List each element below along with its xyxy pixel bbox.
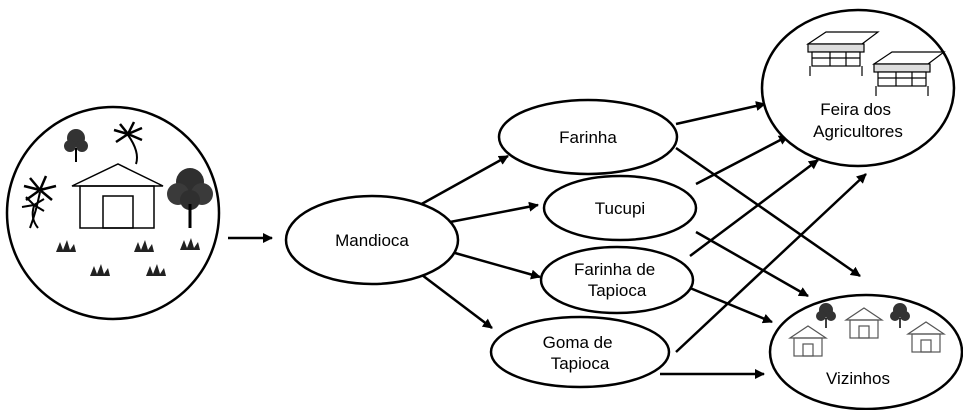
edge-farinha-tapioca-to-feira — [689, 159, 819, 257]
edge-mandioca-to-goma-tapioca — [417, 271, 493, 329]
edge-goma-tapioca-to-feira — [675, 173, 867, 353]
farinha-tapioca-line-1: Farinha de — [574, 260, 655, 279]
edge-mandioca-to-farinha-tapioca — [454, 251, 541, 280]
edge-tucupi-to-vizinhos — [695, 230, 809, 298]
vizinhos-node: Vizinhos — [768, 293, 963, 410]
edge-mandioca-to-farinha — [417, 154, 509, 208]
mandioca-label: Mandioca — [335, 231, 409, 250]
feira-node: Feira dos Agricultores — [760, 8, 956, 168]
tucupi-node: Tucupi — [542, 174, 698, 242]
farinha-tapioca-label: Farinha de Tapioca — [574, 260, 660, 300]
tucupi-label: Tucupi — [595, 199, 645, 218]
feira-line-1: Feira dos — [820, 100, 891, 119]
edges — [228, 101, 867, 379]
mandioca-node: Mandioca — [284, 194, 460, 286]
goma-tapioca-line-2: Tapioca — [551, 354, 610, 373]
farm-node — [5, 105, 221, 321]
goma-tapioca-label: Goma de Tapioca — [543, 333, 618, 373]
farm-house-with-trees-icon — [21, 121, 213, 276]
neighborhood-houses-icon — [788, 303, 946, 357]
farinha-node: Farinha — [497, 98, 679, 176]
edge-farinha-tapioca-to-vizinhos — [689, 286, 773, 324]
edge-tucupi-to-feira — [695, 134, 789, 186]
edge-mandioca-to-tucupi — [449, 201, 539, 224]
feira-label: Feira dos Agricultores — [813, 100, 903, 141]
edge-farinha-to-feira — [675, 101, 766, 126]
goma-tapioca-node: Goma de Tapioca — [489, 315, 671, 389]
feira-line-2: Agricultores — [813, 122, 903, 141]
farinha-tapioca-line-2: Tapioca — [588, 281, 647, 300]
goma-tapioca-line-1: Goma de — [543, 333, 613, 352]
vizinhos-label: Vizinhos — [826, 369, 890, 388]
farinha-label: Farinha — [559, 128, 617, 147]
market-stall-icon — [806, 31, 946, 96]
farinha-tapioca-node: Farinha de Tapioca — [539, 245, 695, 315]
edge-farinha-to-vizinhos — [675, 146, 861, 278]
